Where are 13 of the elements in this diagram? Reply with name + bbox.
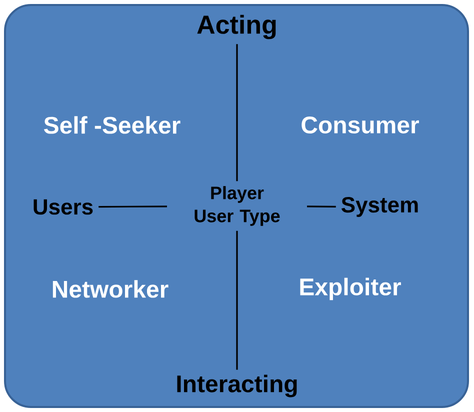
connector-line (98, 206, 167, 208)
quadrant-label: Self -Seeker (44, 116, 180, 134)
node-text: Player User Type (194, 186, 280, 226)
node-text: Interacting (177, 374, 297, 398)
quadrant-label: Networker (52, 280, 168, 298)
connector-line (307, 206, 336, 208)
node-text: Acting (197, 14, 276, 40)
node-text: System (342, 197, 418, 217)
quadrant-label: Exploiter (300, 278, 401, 300)
connector-line (236, 44, 238, 182)
quadrant-label: Consumer (302, 116, 419, 134)
node-text: Users (34, 199, 93, 215)
connector-line (236, 230, 238, 370)
